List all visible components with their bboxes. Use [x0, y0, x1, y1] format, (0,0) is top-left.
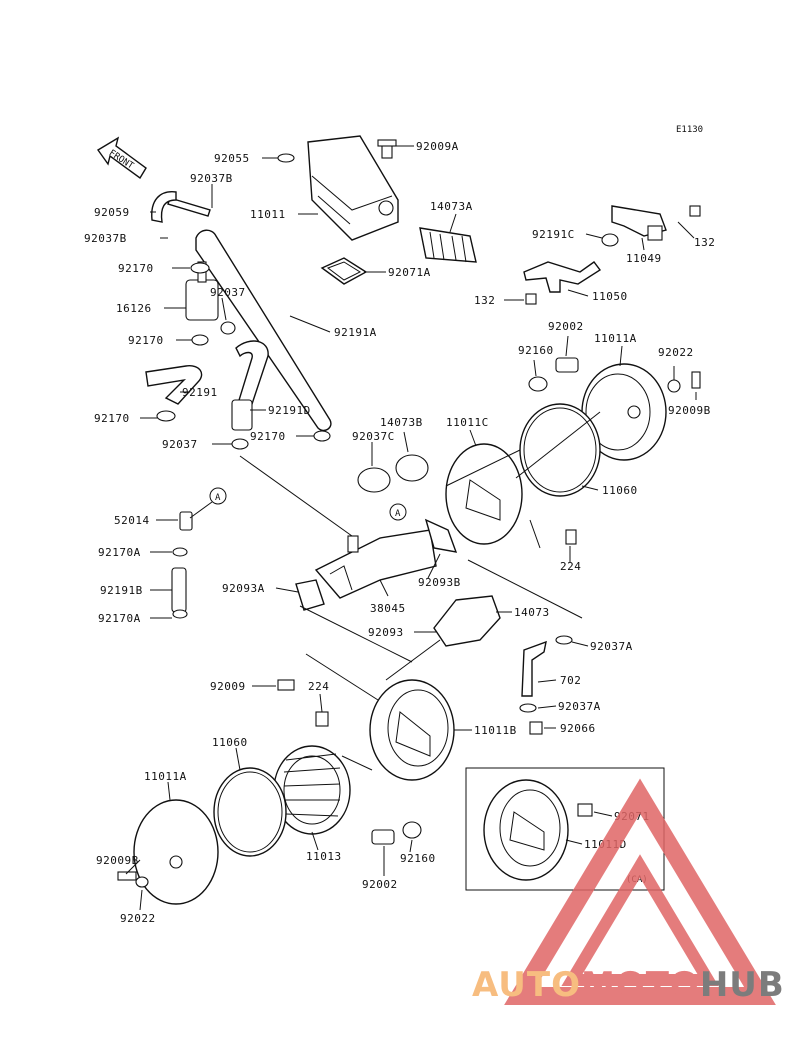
callout-label: 52014	[114, 514, 150, 527]
callout-label: 92191	[182, 386, 218, 399]
callout-label: 92093	[368, 626, 404, 639]
central-air-box	[171, 511, 573, 735]
callout-label: 92055	[214, 152, 250, 165]
callout-label: 92170	[250, 430, 286, 443]
callout-label: 11060	[602, 484, 638, 497]
callout-label: 92037B	[190, 172, 233, 185]
callout-label: 92093B	[418, 576, 461, 589]
callout-label: 224	[308, 680, 329, 693]
callout-label: 11050	[592, 290, 628, 303]
callout-label: 11011A	[594, 332, 637, 345]
callout-label: 16126	[116, 302, 152, 315]
callout-label: 92009B	[96, 854, 139, 867]
callout-label: 92170	[118, 262, 154, 275]
ref-marker-a-1: A	[209, 487, 227, 505]
logo-word-auto: AUTO	[472, 965, 581, 1005]
callout-label: 14073A	[430, 200, 473, 213]
callout-label: 92037A	[590, 640, 633, 653]
logo-word-hub: HUB	[700, 965, 785, 1005]
callout-label: 92037	[210, 286, 246, 299]
upper-cleaner-cover	[357, 357, 701, 545]
logo-word-moto: MOTO	[581, 965, 700, 1005]
diagram-code: E1130	[676, 125, 703, 135]
callout-label: 92170	[94, 412, 130, 425]
callout-label: 92059	[94, 206, 130, 219]
callout-label: 14073	[514, 606, 550, 619]
callout-label: 92002	[362, 878, 398, 891]
callout-label: 132	[694, 236, 715, 249]
callout-label: 92037C	[352, 430, 395, 443]
callout-label: 92160	[400, 852, 436, 865]
callout-label: 11011B	[474, 724, 517, 737]
callout-label: 224	[560, 560, 581, 573]
callout-label: 92191A	[334, 326, 377, 339]
bracket-assembly	[523, 205, 701, 305]
callout-label: 11011C	[446, 416, 489, 429]
svg-text:A: A	[395, 509, 401, 519]
callout-label: 92022	[658, 346, 694, 359]
callout-label: 92191D	[268, 404, 311, 417]
part-callouts: 92055 92037B 92059 92037B 92170 16126 92…	[84, 140, 715, 925]
callout-label: 702	[560, 674, 581, 687]
callout-label: 92170A	[98, 546, 141, 559]
svg-text:AUTOMOTOHUB: AUTOMOTOHUB	[472, 965, 785, 1005]
callout-label: 92037B	[84, 232, 127, 245]
callout-label: 11011	[250, 208, 286, 221]
callout-label: 38045	[370, 602, 406, 615]
callout-label: 92170	[128, 334, 164, 347]
callout-label: 92037A	[558, 700, 601, 713]
callout-label: 92037	[162, 438, 198, 451]
callout-label: 92022	[120, 912, 156, 925]
callout-label: 92191B	[100, 584, 143, 597]
callout-label: 92191C	[532, 228, 575, 241]
leader-lines	[125, 145, 697, 911]
callout-label: 132	[474, 294, 495, 307]
lower-cleaner-group	[117, 679, 455, 905]
callout-label: 11060	[212, 736, 248, 749]
callout-label: 92093A	[222, 582, 265, 595]
ref-marker-a-2: A	[389, 503, 407, 521]
air-duct-box	[307, 135, 477, 285]
callout-label: 92009B	[668, 404, 711, 417]
callout-label: 92009	[210, 680, 246, 693]
callout-label: 92066	[560, 722, 596, 735]
callout-label: 14073B	[380, 416, 423, 429]
callout-label: 92160	[518, 344, 554, 357]
callout-label: 11049	[626, 252, 662, 265]
automotohub-logo: AUTOMOTOHUB	[472, 778, 785, 1005]
upper-hoses	[145, 153, 332, 450]
callout-label: 11013	[306, 850, 342, 863]
svg-text:A: A	[215, 493, 221, 503]
front-arrow-icon: FRONT	[96, 136, 147, 180]
callout-label: 92009A	[416, 140, 459, 153]
callout-label: 92071A	[388, 266, 431, 279]
callout-label: 11011A	[144, 770, 187, 783]
callout-label: 92002	[548, 320, 584, 333]
callout-label: 92170A	[98, 612, 141, 625]
